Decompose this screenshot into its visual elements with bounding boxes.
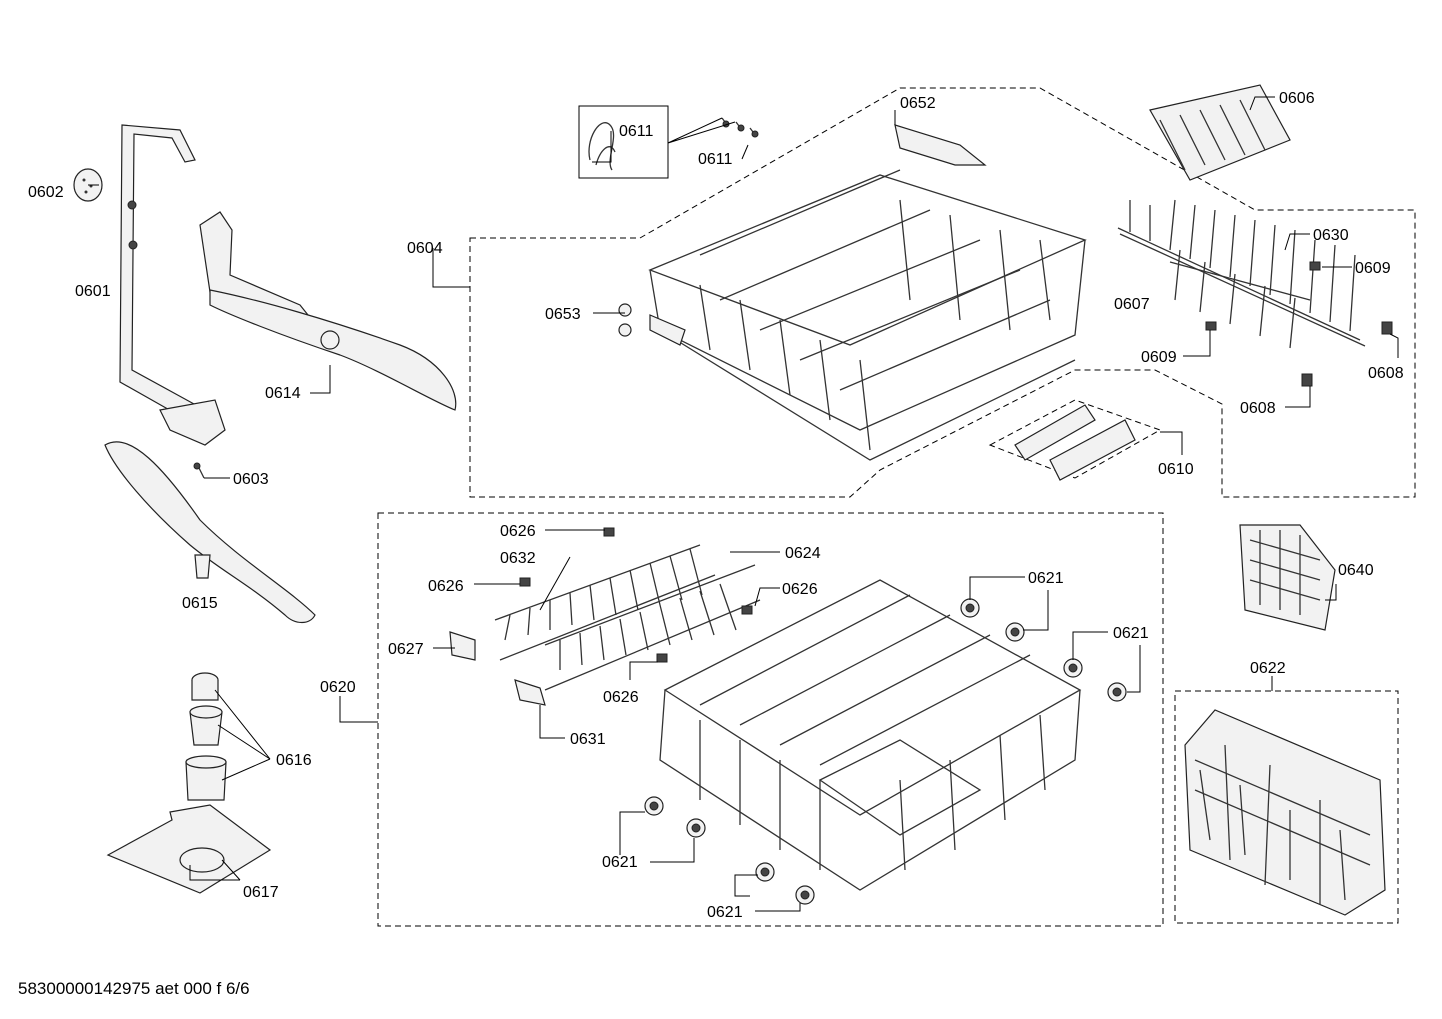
label-0640: 0640 bbox=[1338, 562, 1374, 579]
label-0622: 0622 bbox=[1250, 660, 1286, 677]
lower-rack-drawing bbox=[659, 579, 1082, 891]
small-items-basket-drawing bbox=[1239, 524, 1336, 631]
label-0616: 0616 bbox=[276, 752, 312, 769]
upper-rack-drawing bbox=[618, 124, 1087, 461]
label-0626-top: 0626 bbox=[500, 523, 536, 540]
label-0620: 0620 bbox=[320, 679, 356, 696]
lower-spray-arm-drawing bbox=[104, 441, 316, 624]
upper-rack-group-boundary bbox=[469, 87, 1416, 498]
label-0624: 0624 bbox=[785, 545, 821, 562]
fine-filter-plate-drawing bbox=[106, 804, 272, 894]
label-0631: 0631 bbox=[570, 731, 606, 748]
cutlery-basket-group-boundary bbox=[1174, 690, 1399, 924]
screw-drawing bbox=[193, 462, 205, 479]
label-0610: 0610 bbox=[1158, 461, 1194, 478]
folding-tines-drawing bbox=[1117, 199, 1366, 349]
label-0614: 0614 bbox=[265, 385, 301, 402]
label-0617: 0617 bbox=[243, 884, 279, 901]
label-0621-upper-left: 0621 bbox=[1028, 570, 1064, 587]
tine-row-drawing bbox=[1149, 84, 1291, 181]
label-0601: 0601 bbox=[75, 283, 111, 300]
upper-spray-arm-drawing bbox=[199, 211, 457, 411]
label-0609-upper: 0609 bbox=[1355, 260, 1391, 277]
clips-drawing bbox=[1205, 261, 1393, 387]
clip-inset-box bbox=[578, 105, 669, 179]
label-0653: 0653 bbox=[545, 306, 581, 323]
leader-lines bbox=[88, 96, 1399, 912]
label-0607: 0607 bbox=[1114, 296, 1150, 313]
document-id: 58300000142975 aet 000 f 6/6 bbox=[18, 979, 250, 998]
label-0603: 0603 bbox=[233, 471, 269, 488]
lower-rack-group-boundary bbox=[377, 512, 1164, 927]
cutlery-basket-drawing bbox=[1184, 709, 1386, 916]
label-0606: 0606 bbox=[1279, 90, 1315, 107]
label-0627: 0627 bbox=[388, 641, 424, 658]
callout-labels: 0611 0611 0652 0606 0602 0604 0630 0609 … bbox=[28, 90, 1404, 921]
wheels-drawing bbox=[644, 598, 1127, 905]
label-0632: 0632 bbox=[500, 550, 536, 567]
label-0608-right: 0608 bbox=[1368, 365, 1404, 382]
clip-assembly-drawing bbox=[588, 117, 759, 171]
label-0621-upper-right: 0621 bbox=[1113, 625, 1149, 642]
label-0602: 0602 bbox=[28, 184, 64, 201]
label-0611-inset: 0611 bbox=[619, 123, 654, 140]
label-0604: 0604 bbox=[407, 240, 443, 257]
label-0608-lower: 0608 bbox=[1240, 400, 1276, 417]
label-0652: 0652 bbox=[900, 95, 936, 112]
rack-trim-drawing bbox=[1014, 404, 1136, 481]
lower-rack-tines-drawing bbox=[449, 544, 761, 706]
lower-rack-small-clips-drawing bbox=[519, 527, 753, 663]
supply-pipe-drawing bbox=[119, 124, 226, 446]
label-0626-left: 0626 bbox=[428, 578, 464, 595]
rack-trim-group-boundary bbox=[988, 399, 1162, 479]
label-0609-lower: 0609 bbox=[1141, 349, 1177, 366]
label-0626-right: 0626 bbox=[782, 581, 818, 598]
label-0621-lower-right: 0621 bbox=[707, 904, 743, 921]
label-0630: 0630 bbox=[1313, 227, 1349, 244]
label-0626-middle: 0626 bbox=[603, 689, 639, 706]
label-0611: 0611 bbox=[698, 151, 733, 168]
label-0621-lower-left: 0621 bbox=[602, 854, 638, 871]
label-0615: 0615 bbox=[182, 595, 218, 612]
filter-set-drawing bbox=[185, 672, 227, 801]
